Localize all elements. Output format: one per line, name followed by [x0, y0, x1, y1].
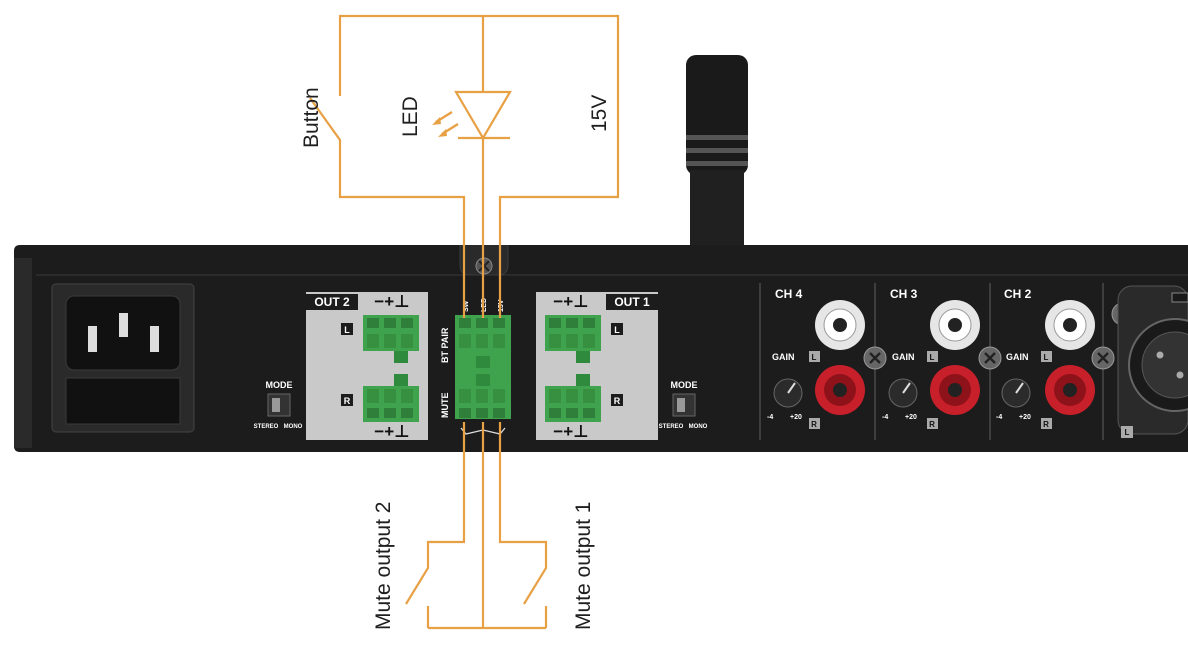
mute-output-1-label: Mute output 1 [572, 502, 595, 630]
out2-polarity-bottom: −+⊥ [374, 422, 409, 441]
ch4-gain-max: +20 [790, 414, 802, 421]
ch3-left-badge: L [930, 353, 935, 362]
ch4-label: CH 4 [775, 287, 803, 301]
out2-terminal-right [363, 386, 419, 422]
bottom-wiring [405, 422, 548, 630]
pin-15v-label: 15V [498, 299, 505, 312]
ch3-label: CH 3 [890, 287, 918, 301]
channel-3: CH 3 GAIN L -4 +20 R [882, 287, 980, 429]
ch2-label: CH 2 [1004, 287, 1032, 301]
led-symbol [432, 90, 512, 141]
pin-sw-label: SW [463, 300, 470, 312]
out1-label: OUT 1 [614, 295, 650, 309]
mode-mono-label-2: MONO [689, 424, 708, 430]
out2-left-badge: L [344, 325, 350, 335]
mode-stereo-label: STEREO [254, 424, 279, 430]
ch2-gain-min: -4 [996, 414, 1002, 421]
ch4-gain-label: GAIN [772, 352, 795, 362]
top-wiring [309, 14, 620, 318]
channel-2: CH 2 GAIN L -4 +20 R [996, 287, 1095, 429]
wire-mute-output-1 [498, 422, 548, 628]
mute-output-2-label: Mute output 2 [372, 502, 395, 630]
mode-label: MODE [266, 380, 293, 390]
out2-panel: OUT 2 −+⊥ −+⊥ L R [306, 292, 428, 441]
xlr-left-badge: L [1125, 428, 1130, 437]
out1-panel: OUT 1 −+⊥ −+⊥ L R [536, 292, 658, 441]
mode-label-2: MODE [671, 380, 698, 390]
out1-terminal-right [545, 386, 601, 422]
wire-mute-output-2 [405, 422, 466, 628]
out1-polarity-bottom: −+⊥ [553, 422, 588, 441]
ch4-left-badge: L [812, 353, 817, 362]
channel-4: CH 4 GAIN L -4 +20 R [767, 287, 865, 429]
v15-label: 15V [588, 95, 611, 132]
mode-switch-out2: MODE STEREO MONO [254, 380, 303, 430]
power-inlet [51, 283, 195, 433]
ch4-right-badge: R [811, 420, 817, 429]
button-label: Button [300, 87, 323, 148]
input-channels: CH 4 GAIN L -4 +20 R CH 3 [759, 283, 1188, 440]
out1-terminal-left [545, 315, 601, 351]
out2-label: OUT 2 [314, 295, 350, 309]
ch3-gain-max: +20 [905, 414, 917, 421]
xlr-input: L [1117, 285, 1188, 438]
wire-outer-loop [309, 14, 620, 318]
out1-polarity-top: −+⊥ [553, 292, 588, 311]
ch4-gain-min: -4 [767, 414, 773, 421]
mode-mono-label: MONO [284, 424, 303, 430]
ch2-gain-max: +20 [1019, 414, 1031, 421]
ch2-left-badge: L [1044, 353, 1049, 362]
ch3-gain-label: GAIN [892, 352, 915, 362]
out1-left-badge: L [614, 325, 620, 335]
led-label: LED [399, 96, 422, 137]
ch2-right-badge: R [1043, 420, 1049, 429]
out2-polarity-top: −+⊥ [374, 292, 409, 311]
out2-terminal-left [363, 315, 419, 351]
mode-switch-out1: MODE STEREO MONO [659, 380, 708, 430]
wire-mute-common [428, 422, 546, 630]
out2-right-badge: R [344, 396, 351, 406]
out1-right-badge: R [614, 396, 621, 406]
ch3-right-badge: R [929, 420, 935, 429]
bt-pair-label: BT PAIR [440, 327, 450, 363]
ch3-gain-min: -4 [882, 414, 888, 421]
pin-led-label: LED [481, 298, 488, 312]
control-terminal: BT PAIR MUTE SW LED 15V [440, 298, 511, 435]
ch2-gain-label: GAIN [1006, 352, 1029, 362]
mode-stereo-label-2: STEREO [659, 424, 684, 430]
mute-label: MUTE [440, 393, 450, 419]
